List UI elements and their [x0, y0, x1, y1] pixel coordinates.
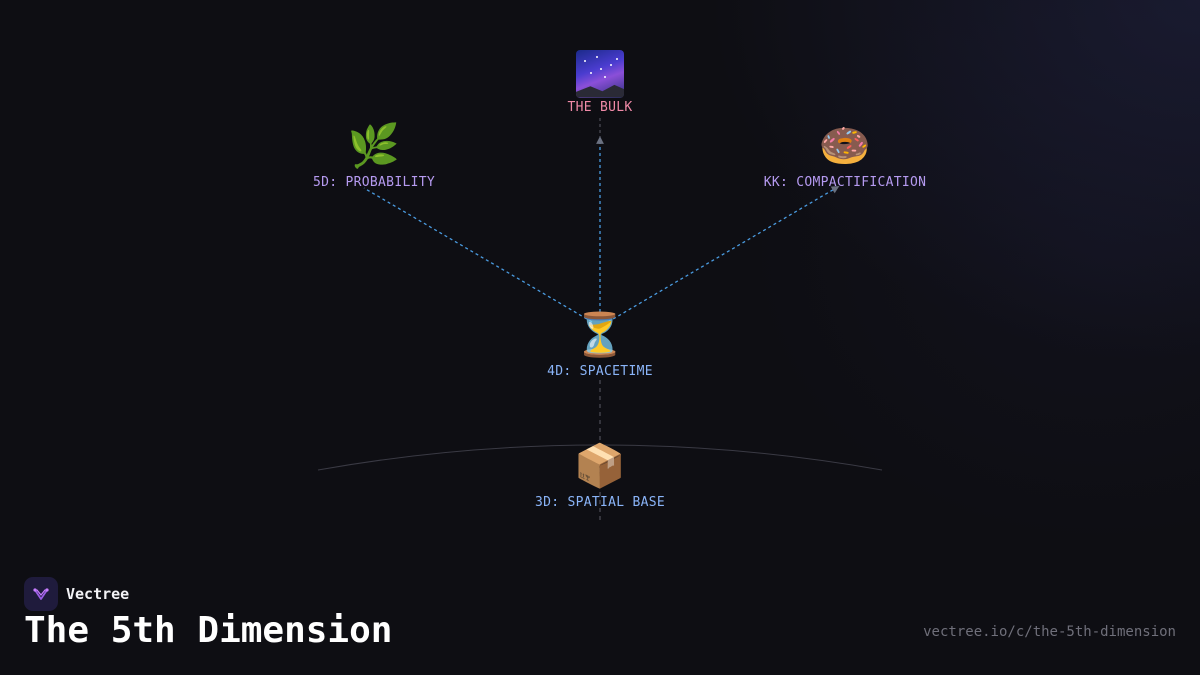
vectree-logo-icon [24, 577, 58, 611]
page-url[interactable]: vectree.io/c/the-5th-dimension [923, 624, 1176, 640]
edge-spacetime-to-compactification [607, 186, 840, 323]
herb-icon: 🌿 [347, 121, 401, 170]
node-probability[interactable]: 🌿 5D: PROBABILITY [244, 121, 504, 190]
milky-way-icon [470, 46, 730, 98]
node-the-bulk[interactable]: THE BULK [470, 46, 730, 115]
node-label-compactification: KK: COMPACTIFICATION [763, 175, 927, 190]
brand[interactable]: Vectree [24, 577, 129, 611]
brand-name: Vectree [66, 585, 130, 603]
node-label-spatial-base: 3D: SPATIAL BASE [534, 495, 666, 510]
hourglass-icon: ⏳ [573, 310, 627, 359]
package-icon: 📦 [573, 441, 627, 490]
node-label-the-bulk: THE BULK [567, 100, 633, 115]
node-spacetime[interactable]: ⏳ 4D: SPACETIME [470, 310, 730, 379]
doughnut-icon: 🍩 [818, 121, 872, 170]
edge-spacetime-to-probability [363, 187, 593, 323]
node-label-spacetime: 4D: SPACETIME [547, 364, 653, 379]
node-spatial-base[interactable]: 📦 3D: SPATIAL BASE [470, 441, 730, 510]
node-compactification[interactable]: 🍩 KK: COMPACTIFICATION [715, 121, 975, 190]
node-label-probability: 5D: PROBABILITY [313, 175, 435, 190]
page-title: The 5th Dimension [24, 610, 393, 651]
